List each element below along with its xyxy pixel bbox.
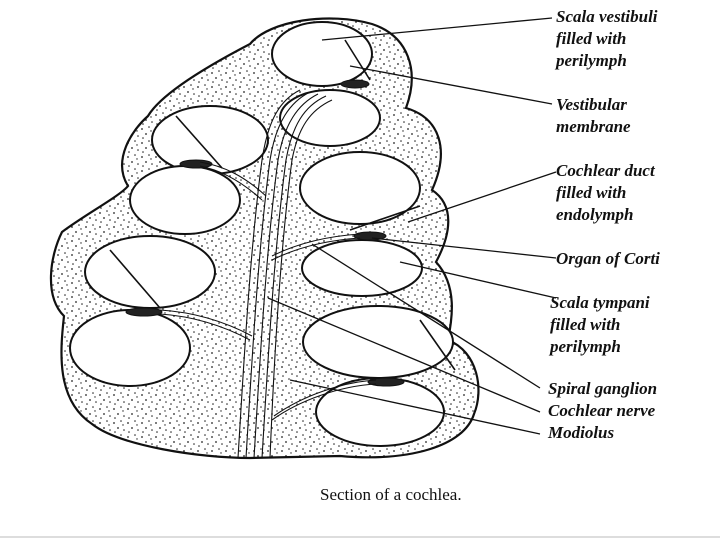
chambers	[69, 21, 454, 447]
figure-caption: Section of a cochlea.	[320, 485, 462, 504]
label-line: filled with	[556, 183, 626, 202]
label-scala-vestibuli: Scala vestibuli filled with perilymph	[554, 7, 662, 70]
label-modiolus: Modiolus	[547, 423, 615, 442]
label-line: Scala tympani	[550, 293, 650, 312]
label-line: perilymph	[548, 337, 621, 356]
label-line: Modiolus	[547, 423, 615, 442]
label-organ-of-corti: Organ of Corti	[556, 249, 660, 268]
vestibular-membranes	[109, 39, 456, 371]
label-line: Spiral ganglion	[548, 379, 657, 398]
chamber	[299, 151, 421, 225]
label-scala-tympani: Scala tympani filled with perilymph	[548, 293, 654, 356]
chamber	[129, 165, 241, 235]
label-line: filled with	[550, 315, 620, 334]
label-spiral-ganglion: Spiral ganglion	[548, 379, 657, 398]
chamber	[279, 89, 381, 147]
chamber	[302, 305, 454, 379]
label-line: endolymph	[556, 205, 633, 224]
label-line: filled with	[556, 29, 626, 48]
label-line: perilymph	[554, 51, 627, 70]
chamber	[301, 239, 423, 297]
label-vestibular-membrane: Vestibular membrane	[556, 95, 631, 136]
label-cochlear-duct: Cochlear duct filled with endolymph	[556, 161, 659, 224]
label-line: Cochlear duct	[556, 161, 656, 180]
label-line: Vestibular	[556, 95, 627, 114]
label-line: Scala vestibuli	[556, 7, 658, 26]
chamber-scala-vestibuli	[271, 21, 373, 87]
label-line: membrane	[556, 117, 631, 136]
label-line: Organ of Corti	[556, 249, 660, 268]
leader-lines	[267, 17, 557, 435]
chamber	[315, 377, 445, 447]
label-line: Cochlear nerve	[548, 401, 656, 420]
label-cochlear-nerve: Cochlear nerve	[548, 401, 656, 420]
chamber	[69, 309, 191, 387]
modiolus-nerve-bundle	[159, 89, 377, 459]
